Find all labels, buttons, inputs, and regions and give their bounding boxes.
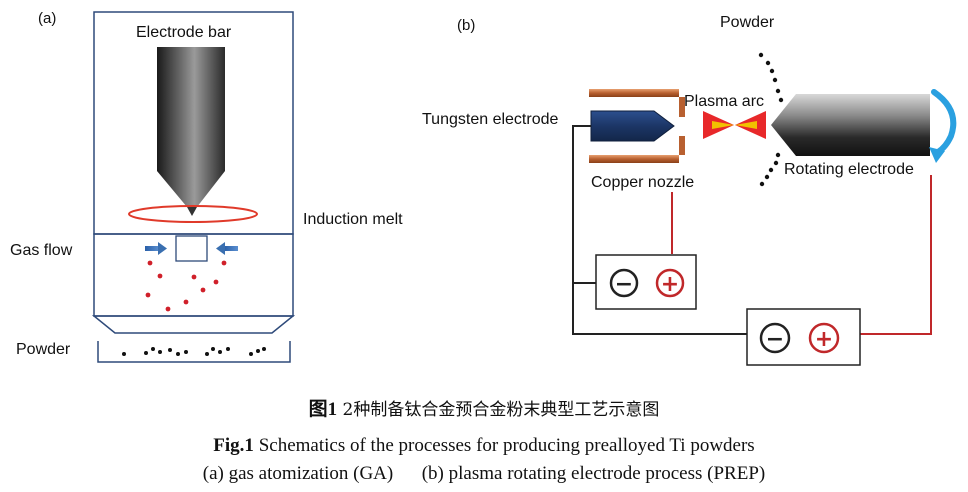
copper-nozzle-label: Copper nozzle [591,174,694,191]
panel-b-tag: (b) [457,17,475,34]
rotating-electrode-label: Rotating electrode [784,161,914,178]
plasma-arc [703,111,766,139]
copper-nozzle-lip-top [679,97,685,117]
caption-subpanels: (a) gas atomization (GA) (b) plasma rota… [0,462,968,486]
svg-text:+: + [815,327,833,352]
curved-rotation-arrow-icon [929,89,957,163]
collected-powder [122,347,266,356]
rotating-electrode [771,94,930,156]
electrode-bar [157,47,225,207]
gas-flow-arrow-icon [145,242,167,255]
panel-a-tag: (a) [38,10,56,27]
minus-terminal-icon: − [609,268,639,298]
induction-melt-label: Induction melt [303,211,403,228]
copper-nozzle-lip-bottom [679,136,685,155]
copper-nozzle-top [589,89,679,97]
svg-text:−: − [766,327,784,352]
caption-sub-b: (b) plasma rotating electrode process (P… [421,463,766,484]
svg-text:+: + [661,272,679,297]
caption-chinese: 图1 2种制备钛合金预合金粉末典型工艺示意图 [0,398,968,422]
caption-english: Fig.1 Schematics of the processes for pr… [0,434,968,458]
copper-nozzle-bottom [589,155,679,163]
induction-coil [128,205,258,223]
powder-label-b: Powder [720,14,775,31]
plasma-arc-label: Plasma arc [684,93,764,110]
caption-cn-text: 2种制备钛合金预合金粉末典型工艺示意图 [342,400,660,420]
collection-funnel [91,315,296,334]
molten-droplets [145,260,227,312]
gas-nozzle [175,235,208,262]
panel-b: (b) Powder Tungsten electrode Plasma arc [422,14,957,366]
circuit-wires [572,125,932,335]
caption-en-number: Fig.1 [213,435,254,456]
svg-text:−: − [615,272,633,297]
plus-terminal-icon: + [655,268,685,298]
powder-label-a: Powder [16,341,71,358]
electrode-tip [187,207,197,216]
gas-flow-label: Gas flow [10,242,73,259]
caption-en-text: Schematics of the processes for producin… [258,435,755,456]
gas-flow-arrow-icon [216,242,238,255]
caption-sub-a: (a) gas atomization (GA) [202,463,394,484]
plus-terminal-icon: + [808,322,840,354]
powder-tray [97,341,291,363]
tungsten-electrode-label: Tungsten electrode [422,111,558,128]
powder-spray [758,52,784,187]
electrode-bar-label: Electrode bar [136,24,232,41]
caption-cn-number: 图1 [308,399,338,420]
panel-a: (a) Electrode bar Induction melt Gas flo… [10,10,403,363]
tungsten-electrode [590,110,675,142]
minus-terminal-icon: − [759,322,791,354]
